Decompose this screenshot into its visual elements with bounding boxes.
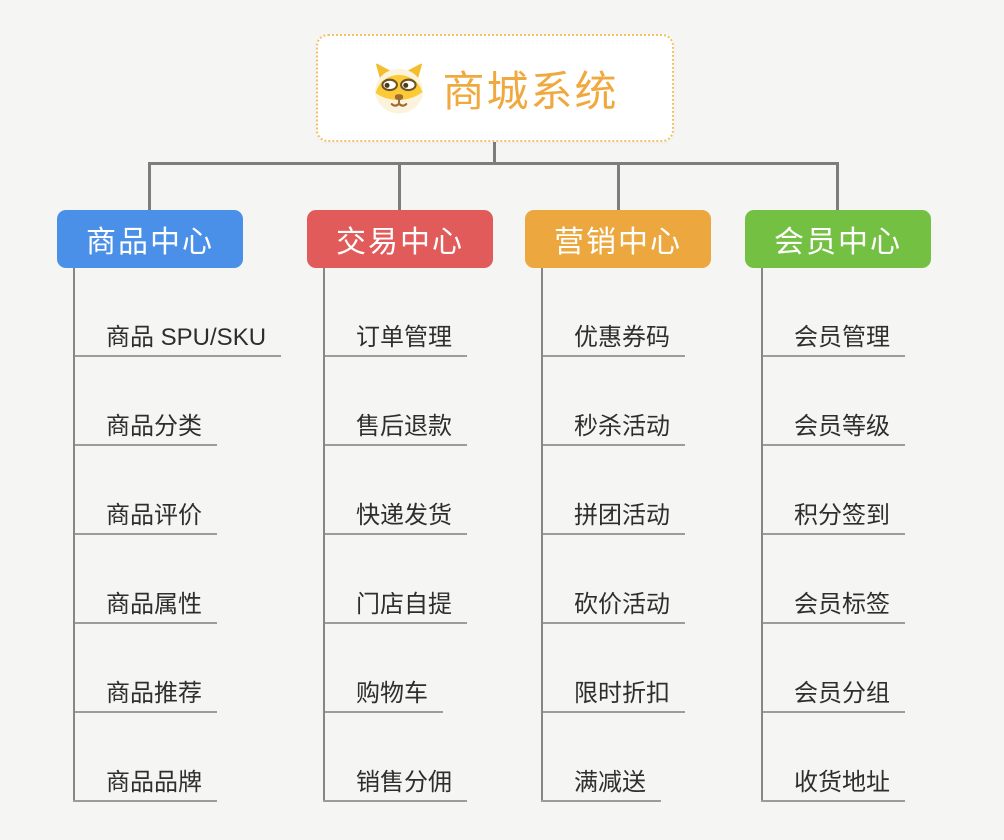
- connector-drop-member: [836, 162, 839, 211]
- child-node[interactable]: 收货地址: [761, 769, 905, 802]
- child-node[interactable]: 商品 SPU/SKU: [73, 324, 282, 357]
- branch-children-product: 商品 SPU/SKU 商品分类 商品评价 商品属性 商品推荐 商品品牌: [73, 268, 313, 802]
- child-node[interactable]: 会员等级: [761, 413, 905, 446]
- child-node[interactable]: 限时折扣: [541, 680, 685, 713]
- child-node[interactable]: 门店自提: [323, 591, 467, 624]
- connector-root-stem: [493, 141, 496, 163]
- child-node[interactable]: 满减送: [541, 769, 661, 802]
- branch-column-trade: 交易中心 订单管理 售后退款 快递发货 门店自提 购物车 销售分佣: [307, 210, 493, 802]
- child-node[interactable]: 商品分类: [73, 413, 217, 446]
- child-node[interactable]: 商品推荐: [73, 680, 217, 713]
- connector-drop-marketing: [617, 162, 620, 211]
- child-node[interactable]: 购物车: [323, 680, 443, 713]
- branch-column-member: 会员中心 会员管理 会员等级 积分签到 会员标签 会员分组 收货地址: [745, 210, 931, 802]
- branch-node-member[interactable]: 会员中心: [745, 210, 931, 268]
- child-node[interactable]: 会员分组: [761, 680, 905, 713]
- branch-node-product[interactable]: 商品中心: [57, 210, 243, 268]
- connector-drop-trade: [398, 162, 401, 211]
- branch-children-member: 会员管理 会员等级 积分签到 会员标签 会员分组 收货地址: [761, 268, 1001, 802]
- child-node[interactable]: 会员管理: [761, 324, 905, 357]
- branch-column-marketing: 营销中心 优惠券码 秒杀活动 拼团活动 砍价活动 限时折扣 满减送: [525, 210, 711, 802]
- connector-drop-product: [148, 162, 151, 211]
- child-node[interactable]: 会员标签: [761, 591, 905, 624]
- child-node[interactable]: 销售分佣: [323, 769, 467, 802]
- child-node[interactable]: 快递发货: [323, 502, 467, 535]
- tree-vline: [541, 268, 543, 800]
- branch-node-trade[interactable]: 交易中心: [307, 210, 493, 268]
- tree-vline: [73, 268, 75, 800]
- child-node[interactable]: 拼团活动: [541, 502, 685, 535]
- child-node[interactable]: 售后退款: [323, 413, 467, 446]
- child-node[interactable]: 砍价活动: [541, 591, 685, 624]
- branch-children-trade: 订单管理 售后退款 快递发货 门店自提 购物车 销售分佣: [323, 268, 563, 802]
- child-node[interactable]: 订单管理: [323, 324, 467, 357]
- connector-bus: [148, 162, 839, 165]
- child-node[interactable]: 秒杀活动: [541, 413, 685, 446]
- tree-vline: [323, 268, 325, 800]
- child-node[interactable]: 商品属性: [73, 591, 217, 624]
- root-title: 商城系统: [442, 67, 619, 115]
- shiba-dog-icon: [371, 62, 427, 114]
- branch-children-marketing: 优惠券码 秒杀活动 拼团活动 砍价活动 限时折扣 满减送: [541, 268, 781, 802]
- child-node[interactable]: 商品评价: [73, 502, 217, 535]
- branch-column-product: 商品中心 商品 SPU/SKU 商品分类 商品评价 商品属性 商品推荐 商品品牌: [57, 210, 282, 802]
- child-node[interactable]: 优惠券码: [541, 324, 685, 357]
- child-node[interactable]: 积分签到: [761, 502, 905, 535]
- tree-vline: [761, 268, 763, 800]
- root-node[interactable]: 商城系统: [316, 34, 674, 142]
- child-node[interactable]: 商品品牌: [73, 769, 217, 802]
- branch-node-marketing[interactable]: 营销中心: [525, 210, 711, 268]
